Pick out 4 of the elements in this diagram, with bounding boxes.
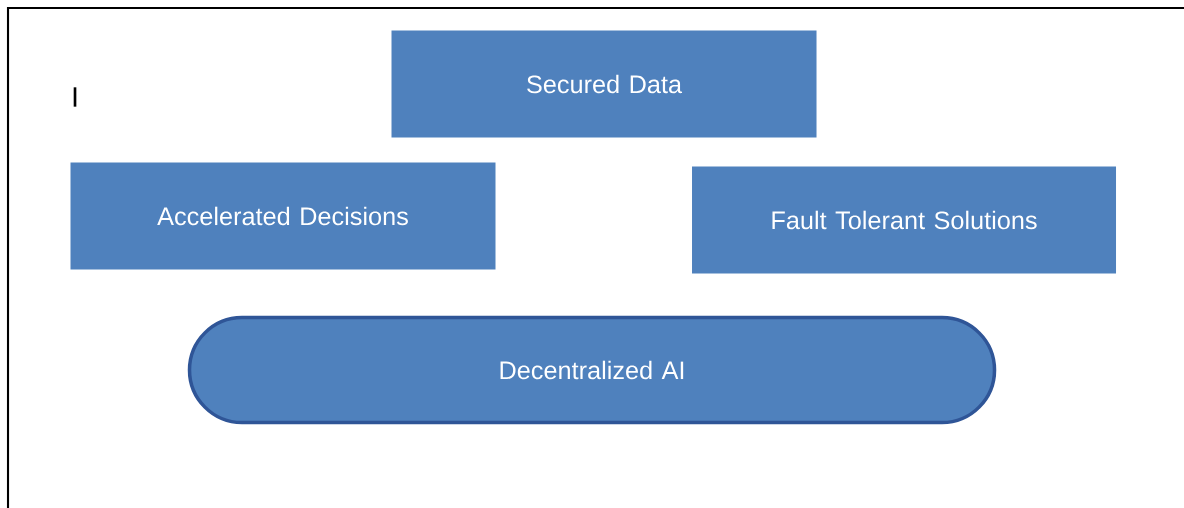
process-box: Accelerated Decisions: [70, 162, 496, 270]
process-box: Fault Tolerant Solutions: [692, 166, 1116, 274]
side-text: I: [73, 87, 77, 107]
process-box: Secured Data: [391, 30, 817, 138]
